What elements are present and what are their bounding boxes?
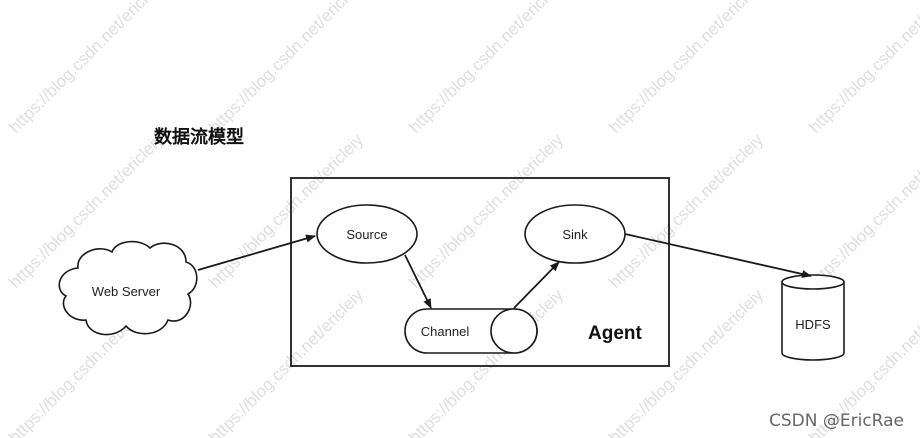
arrow-source-to-channel [404,254,432,309]
agent-container [290,177,670,367]
arrow-webserver-to-source [197,234,316,271]
watermark-text: https://blog.csdn.net/ericleiy [605,130,767,292]
arrow-sink-to-hdfs [624,233,812,278]
diagram-title: 数据流模型 [154,126,244,148]
agent-label: Agent [588,323,643,344]
watermark-text: https://blog.csdn.net/ericleiy [405,285,567,438]
watermark-text: https://blog.csdn.net/ericleiy [805,130,920,292]
source-ellipse [316,204,418,264]
hdfs-top-cap [781,274,845,290]
watermark-text: https://blog.csdn.net/ericleiy [205,0,367,137]
hdfs-node: HDFS [781,274,845,361]
web-server-node: Web Server [58,240,198,336]
watermark-text: https://blog.csdn.net/ericleiy [5,0,167,137]
hdfs-body [781,282,845,361]
hdfs-label: HDFS [795,317,831,332]
watermark-text: https://blog.csdn.net/ericleiy [405,0,567,137]
source-node: Source [316,204,418,264]
csdn-credit: CSDN @EricRae [769,411,904,431]
cloud-shape [58,240,198,336]
channel-end-cap [490,308,538,354]
channel-node: Channel [404,308,538,354]
sink-node: Sink [524,204,626,264]
watermark-text: https://blog.csdn.net/ericleiy [605,0,767,137]
channel-label: Channel [421,324,470,339]
watermark-text: https://blog.csdn.net/ericleiy [605,285,767,438]
sink-label: Sink [562,227,588,242]
watermark-text: https://blog.csdn.net/ericleiy [205,285,367,438]
source-label: Source [346,227,387,242]
web-server-label: Web Server [92,284,161,299]
arrow-channel-to-sink [513,261,560,309]
watermark-text: https://blog.csdn.net/ericleiy [805,0,920,137]
